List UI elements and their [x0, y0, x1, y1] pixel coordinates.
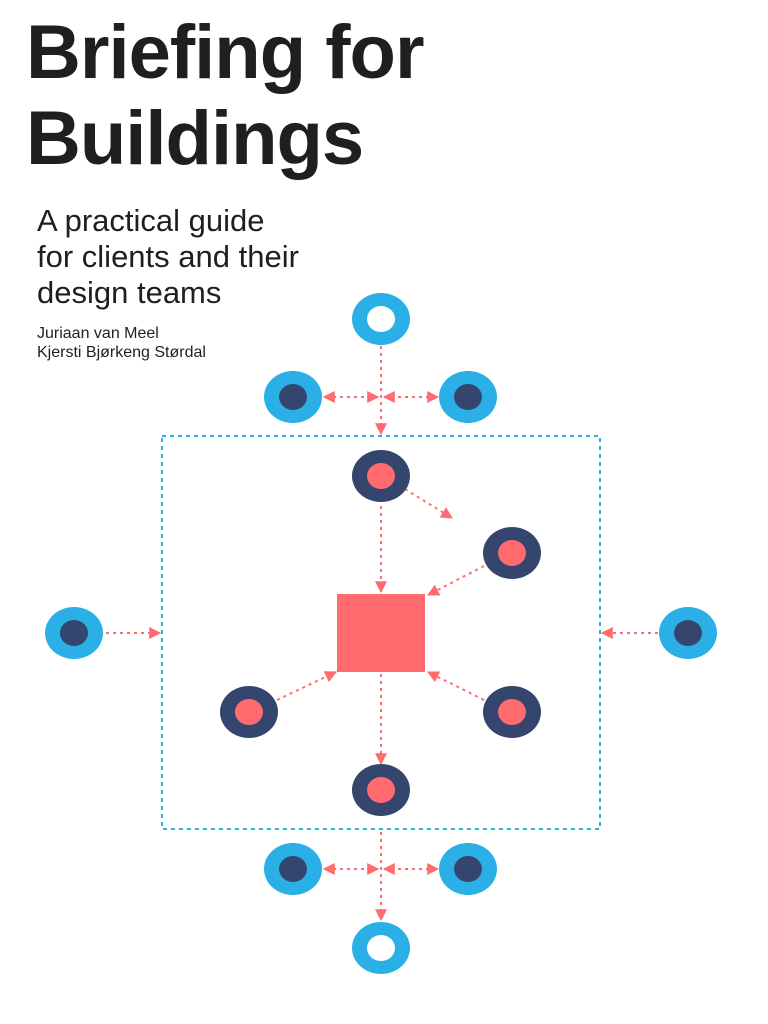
subtitle-line-3: design teams	[37, 275, 222, 310]
central-square	[337, 594, 425, 672]
node-inner-bottom	[352, 764, 410, 816]
node-bottom-left	[264, 843, 322, 895]
arrow-lower-right-to-square	[426, 671, 485, 701]
node-top-right	[439, 371, 497, 423]
node-left-outer	[45, 607, 103, 659]
arrow-inner-top-right	[404, 488, 454, 519]
node-top-hollow	[352, 293, 410, 345]
arrow-lower-left-to-square	[276, 671, 338, 701]
author-list: Juriaan van Meel Kjersti Bjørkeng Størda…	[37, 324, 337, 362]
book-title: Briefing for Buildings	[26, 10, 746, 182]
node-bottom-right	[439, 843, 497, 895]
node-inner-top	[352, 450, 410, 502]
subtitle-line-1: A practical guide	[37, 203, 265, 238]
node-right-outer	[659, 607, 717, 659]
dashed-boundary	[161, 435, 601, 830]
node-inner-lower-left	[220, 686, 278, 738]
title-line-2: Buildings	[26, 96, 364, 181]
node-bottom-hollow	[352, 922, 410, 974]
arrow-right-to-square	[426, 565, 485, 596]
author-1: Juriaan van Meel	[37, 325, 159, 342]
book-subtitle: A practical guide for clients and their …	[37, 203, 417, 311]
node-inner-lower-right	[483, 686, 541, 738]
node-top-left	[264, 371, 322, 423]
author-2: Kjersti Bjørkeng Størdal	[37, 344, 206, 361]
title-line-1: Briefing for	[26, 10, 425, 95]
node-inner-right	[483, 527, 541, 579]
subtitle-line-2: for clients and their	[37, 239, 299, 274]
